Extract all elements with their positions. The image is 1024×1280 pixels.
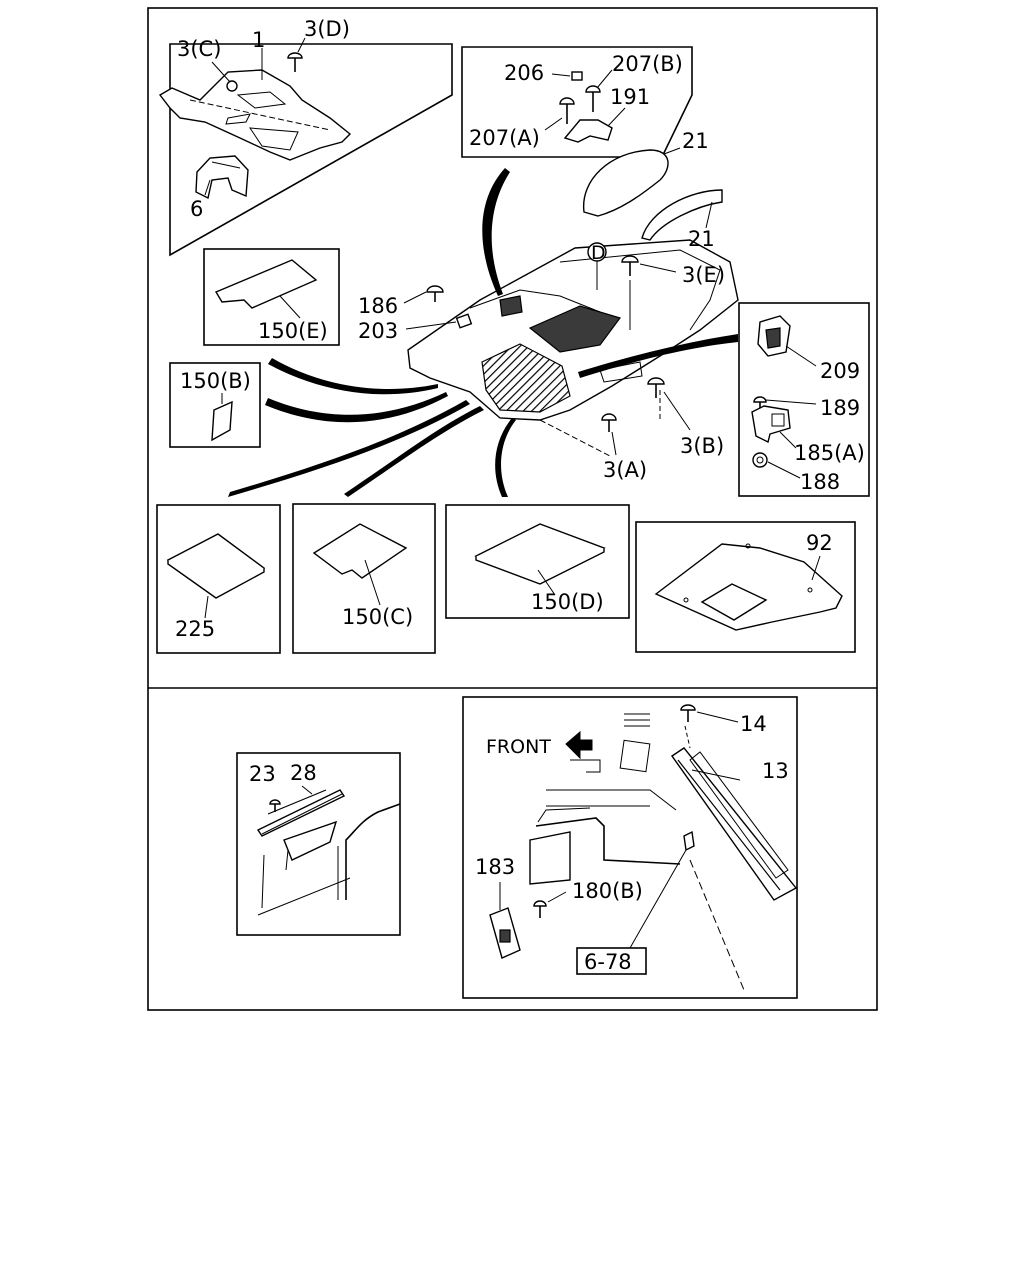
- label-207b: 207(B): [612, 52, 683, 76]
- label-150d: 150(D): [531, 590, 604, 614]
- panel-21-group: [583, 147, 723, 241]
- label-209: 209: [820, 359, 860, 383]
- label-150e: 150(E): [258, 319, 328, 343]
- carpet-assembly-group: [158, 37, 453, 257]
- label-150c: 150(C): [342, 605, 413, 629]
- label-1: 1: [252, 28, 265, 52]
- callout-arcs: [228, 168, 738, 497]
- label-92: 92: [806, 531, 833, 555]
- label-150b: 150(B): [180, 369, 251, 393]
- bracket-assembly-group: [461, 46, 693, 158]
- box-clip-group: [738, 302, 870, 497]
- label-206: 206: [504, 61, 544, 85]
- box-150b: [169, 362, 261, 448]
- label-14: 14: [740, 712, 767, 736]
- label-191: 191: [610, 85, 650, 109]
- label-6-78: 6-78: [584, 950, 632, 974]
- floor-body: [403, 239, 739, 457]
- label-6: 6: [190, 197, 203, 221]
- label-21-top: 21: [682, 129, 709, 153]
- label-3e: 3(E): [682, 263, 725, 287]
- label-186: 186: [358, 294, 398, 318]
- label-185a: 185(A): [794, 441, 865, 465]
- box-150d: [445, 504, 630, 619]
- callout-labels: 3(C) 1 3(D) 6 206 207(B) 191 207(A) 21 2…: [175, 17, 865, 974]
- label-203: 203: [358, 319, 398, 343]
- label-13: 13: [762, 759, 789, 783]
- label-180b: 180(B): [572, 879, 643, 903]
- label-3d: 3(D): [304, 17, 350, 41]
- label-3c: 3(C): [177, 37, 221, 61]
- label-23: 23: [249, 762, 276, 786]
- label-28: 28: [290, 761, 317, 785]
- label-183: 183: [475, 855, 515, 879]
- label-225: 225: [175, 617, 215, 641]
- box-92: [635, 521, 856, 653]
- box-scuff-front: [236, 752, 401, 936]
- box-225: [156, 504, 281, 654]
- label-207a: 207(A): [469, 126, 540, 150]
- label-189: 189: [820, 396, 860, 420]
- label-d: D: [591, 242, 606, 264]
- label-21-bottom: 21: [688, 227, 715, 251]
- box-scuff-rear: [462, 696, 798, 999]
- box-150c: [292, 503, 436, 654]
- box-150e: [203, 248, 340, 346]
- label-188: 188: [800, 470, 840, 494]
- label-3a: 3(A): [603, 458, 647, 482]
- label-3b: 3(B): [680, 434, 724, 458]
- label-front: FRONT: [486, 736, 551, 758]
